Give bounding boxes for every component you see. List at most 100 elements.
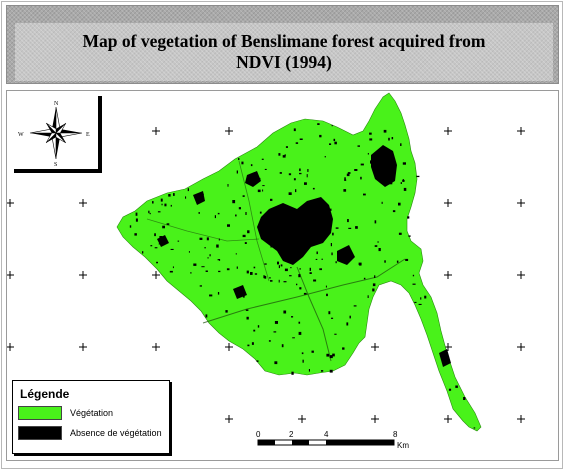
no-vegetation-speck: [168, 194, 171, 197]
no-vegetation-speck: [334, 141, 337, 145]
scale-bar: 0 2 4 8 Km: [256, 430, 409, 450]
no-vegetation-speck: [242, 195, 245, 197]
no-vegetation-speck: [288, 242, 291, 245]
no-vegetation-speck: [473, 427, 476, 429]
no-vegetation-speck: [282, 155, 286, 158]
no-vegetation-speck: [309, 272, 312, 274]
track-line: [202, 258, 406, 324]
no-vegetation-speck: [346, 322, 349, 326]
no-vegetation-speck: [360, 163, 364, 166]
no-vegetation-speck: [400, 143, 402, 146]
no-vegetation-speck: [218, 238, 220, 241]
no-vegetation-speck: [329, 369, 333, 373]
no-vegetation-speck: [343, 189, 347, 192]
no-vegetation-speck: [232, 200, 236, 204]
no-vegetation-speck: [381, 201, 383, 204]
no-vegetation-patch: [337, 245, 355, 265]
no-vegetation-speck: [307, 219, 310, 222]
no-vegetation-speck: [320, 209, 324, 213]
no-vegetation-speck: [280, 264, 283, 267]
no-vegetation-speck: [299, 168, 301, 172]
no-vegetation-speck: [347, 172, 351, 174]
no-vegetation-speck: [295, 142, 299, 144]
no-vegetation-speck: [161, 244, 165, 246]
legend-swatch-vegetation: [18, 406, 62, 420]
no-vegetation-speck: [293, 178, 296, 181]
no-vegetation-speck: [299, 172, 302, 175]
no-vegetation-speck: [289, 275, 292, 277]
no-vegetation-speck: [328, 208, 332, 211]
no-vegetation-speck: [264, 275, 267, 279]
no-vegetation-speck: [325, 285, 327, 288]
no-vegetation-speck: [217, 212, 220, 215]
no-vegetation-speck: [206, 237, 209, 241]
no-vegetation-speck: [303, 233, 306, 237]
no-vegetation-speck: [257, 189, 261, 193]
no-vegetation-speck: [158, 243, 160, 245]
no-vegetation-speck: [256, 360, 259, 362]
no-vegetation-speck: [313, 279, 317, 282]
no-vegetation-speck: [253, 329, 256, 332]
no-vegetation-speck: [283, 281, 287, 283]
track-line: [238, 160, 270, 282]
no-vegetation-speck: [226, 268, 230, 271]
no-vegetation-speck: [334, 333, 337, 335]
no-vegetation-patch: [371, 145, 397, 187]
no-vegetation-speck: [335, 227, 339, 229]
no-vegetation-speck: [309, 236, 312, 240]
map-area: 0 2 4 8 Km N S E W: [6, 90, 559, 461]
no-vegetation-speck: [344, 179, 347, 181]
no-vegetation-speck: [198, 212, 200, 214]
no-vegetation-speck: [193, 263, 197, 266]
scale-label-4: 4: [324, 430, 329, 439]
no-vegetation-speck: [331, 317, 334, 319]
no-vegetation-speck: [374, 275, 376, 278]
no-vegetation-speck: [288, 192, 292, 195]
no-vegetation-speck: [311, 350, 314, 353]
no-vegetation-speck: [295, 189, 297, 193]
no-vegetation-speck: [207, 257, 209, 259]
no-vegetation-speck: [347, 219, 349, 223]
no-vegetation-speck: [154, 247, 158, 249]
no-vegetation-speck: [245, 212, 247, 215]
no-vegetation-speck: [201, 266, 205, 268]
no-vegetation-speck: [187, 188, 189, 192]
no-vegetation-speck: [292, 218, 295, 220]
no-vegetation-speck: [289, 248, 291, 251]
no-vegetation-speck: [348, 227, 352, 229]
no-vegetation-speck: [402, 179, 404, 182]
no-vegetation-speck: [299, 287, 302, 290]
no-vegetation-speck: [416, 175, 420, 178]
no-vegetation-speck: [225, 310, 228, 313]
no-vegetation-speck: [278, 265, 280, 269]
no-vegetation-speck: [248, 178, 250, 180]
no-vegetation-speck: [236, 266, 238, 269]
no-vegetation-speck: [290, 246, 292, 248]
no-vegetation-speck: [274, 225, 276, 227]
no-vegetation-speck: [463, 397, 466, 400]
no-vegetation-speck: [384, 147, 386, 151]
no-vegetation-speck: [169, 270, 173, 273]
map-legend: Légende Végétation Absence de végétation: [12, 380, 170, 454]
no-vegetation-speck: [378, 248, 381, 252]
no-vegetation-speck: [288, 217, 291, 219]
no-vegetation-speck: [291, 371, 294, 375]
no-vegetation-speck: [246, 316, 249, 320]
no-vegetation-speck: [148, 210, 150, 214]
scale-segment: [292, 440, 309, 445]
no-vegetation-speck: [261, 158, 264, 160]
no-vegetation-speck: [185, 196, 187, 199]
no-vegetation-speck: [377, 241, 379, 243]
no-vegetation-speck: [344, 177, 346, 181]
no-vegetation-speck: [205, 270, 208, 272]
no-vegetation-speck: [293, 128, 296, 132]
no-vegetation-speck: [332, 232, 334, 236]
map-title-line-2: NDVI (1994): [236, 52, 332, 72]
no-vegetation-speck: [242, 234, 246, 238]
compass-star-icon: N S E W: [18, 101, 90, 168]
no-vegetation-speck: [159, 236, 163, 239]
legend-item-vegetation: Végétation: [18, 406, 168, 422]
no-vegetation-speck: [254, 273, 258, 275]
no-vegetation-speck: [251, 342, 254, 345]
legend-label-no-vegetation: Absence de végétation: [70, 428, 162, 438]
